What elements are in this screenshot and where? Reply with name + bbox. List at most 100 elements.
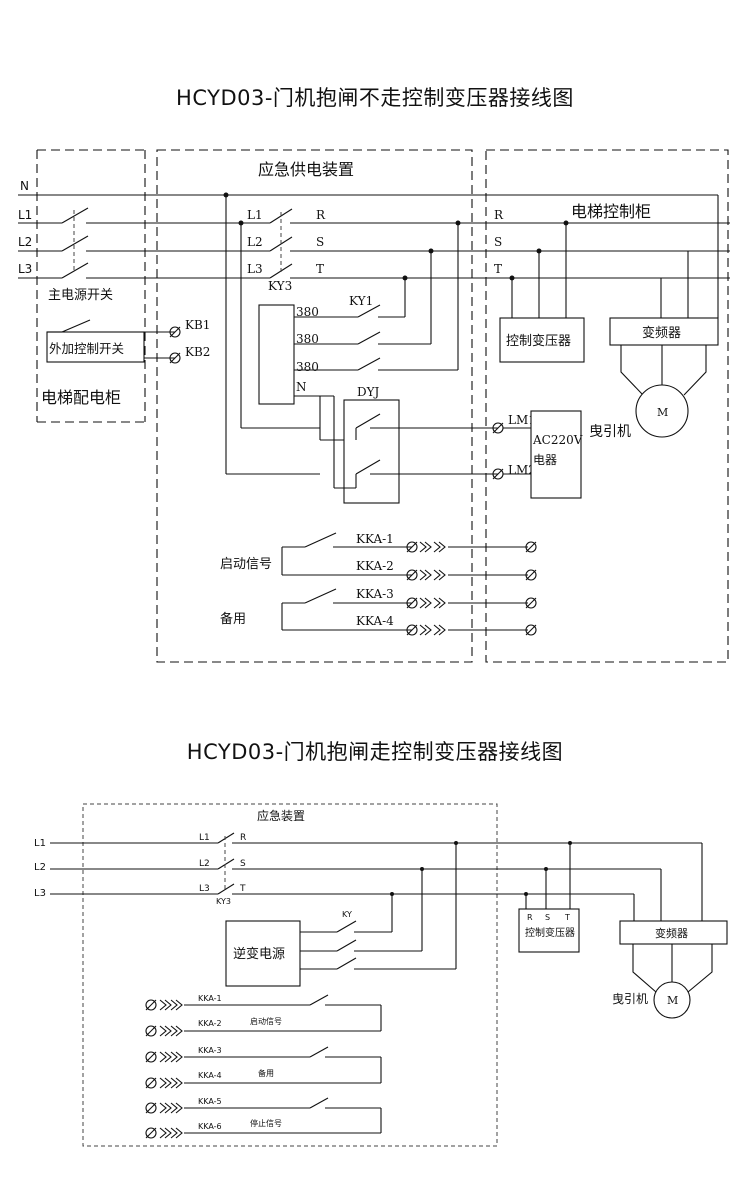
kka6-label-2: KKA-6 [198,1122,222,1131]
kb2-label: KB2 [185,345,210,359]
kka-connectors-1 [406,541,537,636]
lm1-label: LM1 [508,413,536,427]
v380-label-2: 380 [296,332,319,346]
ky-label-2: KY [342,910,352,919]
ky3-r-label: R [316,208,326,222]
emergency-device-label: 应急供电装置 [258,160,354,179]
inverter-box-2 [619,920,728,945]
diagram2-title: HCYD03-门机抱闸走控制变压器接线图 [186,740,564,764]
inverter-label-2: 变频器 [655,926,688,940]
tr-t-label-2: T [564,913,570,922]
dyj-label: DYJ [357,385,380,399]
l3-label-2: L3 [34,888,46,899]
ky3-t-label: T [316,262,324,276]
kka5-label-2: KKA-5 [198,1097,222,1106]
kb1-label: KB1 [185,318,210,332]
ky1-contacts [294,304,458,371]
ky1-label: KY1 [349,294,373,308]
n-terminal-label: N [296,380,307,394]
diagram1-title: HCYD03-门机抱闸不走控制变压器接线图 [176,86,574,110]
traction-label: 曳引机 [589,424,631,440]
l1-label-2: L1 [34,838,46,849]
ky3-l1-label: L1 [247,208,263,222]
appliance-label: 电器 [533,453,557,467]
diagram1: N L1 L2 L3 主电源开关 外加控制开关 KB1 KB2 电梯配电柜 应急… [18,149,730,663]
ky3-r-label-2: R [240,833,246,843]
phase-l3-label: L3 [18,262,32,276]
ky3-s-label: S [316,235,324,249]
ky3-label: KY3 [268,279,292,293]
ky-contacts-2 [300,920,456,970]
distribution-cabinet-label: 电梯配电柜 [41,388,121,407]
ky3-l3-label-2: L3 [199,884,210,894]
ac220v-label: AC220V [532,433,583,447]
extra-control-switch [46,319,175,363]
ky3-l2-label: L2 [247,235,263,249]
kka-start-group [281,532,412,576]
l2-label-2: L2 [34,862,46,873]
kka4-label-2: KKA-4 [198,1071,222,1080]
elevator-cabinet-label: 电梯控制柜 [571,202,651,221]
traction-motor-2 [653,981,691,1019]
kka2-label-2: KKA-2 [198,1019,222,1028]
tr-s-label-2: S [545,913,550,922]
ky3-l2-label-2: L2 [199,859,210,869]
control-transformer-label: 控制变压器 [506,333,571,349]
kka1-label-2: KKA-1 [198,994,222,1003]
elevator-cabinet-frame [485,149,729,663]
cabinet-r-label: R [494,208,504,222]
kka-switches-2 [184,994,382,1134]
motor-label: M [657,406,668,419]
inverter-power-label: 逆变电源 [233,946,285,962]
ky3-switch [250,208,730,279]
v380-label-3: 380 [296,360,319,374]
stop-signal-label-2: 停止信号 [250,1118,282,1128]
inverter-box [609,317,719,346]
kka1-label: KKA-1 [356,532,394,546]
motor-label-2: M [667,994,678,1007]
main-switch-label: 主电源开关 [48,288,113,303]
ky3-l3-label: L3 [247,262,263,276]
kka3-label-2: KKA-3 [198,1046,222,1055]
kka2-label: KKA-2 [356,559,394,573]
diagram2: 应急装置 L1 L2 L3 L1 L2 L3 R S T KY3 KY [34,803,728,1147]
spare-label: 备用 [220,611,246,627]
ky3-l1-label-2: L1 [199,833,210,843]
tr-r-label-2: R [527,913,533,922]
traction-motor [635,384,689,438]
phase-l2-label: L2 [18,235,32,249]
emergency-device-label-2: 应急装置 [257,808,305,823]
ky3-t-label-2: T [239,884,246,894]
cabinet-s-label: S [494,235,502,249]
lm2-label: LM2 [508,463,536,477]
kka-connectors-2 [145,999,183,1139]
emergency-device-frame [156,149,473,663]
dyj-relay [343,399,400,504]
traction-label-2: 曳引机 [612,992,648,1006]
ky3-label-2: KY3 [216,897,231,906]
distribution-cabinet-frame [36,149,146,423]
kka4-label: KKA-4 [356,614,394,628]
cabinet-t-label: T [494,262,502,276]
start-signal-label: 启动信号 [220,557,272,572]
control-transformer-label-2: 控制变压器 [525,926,575,939]
control-transformer-box [499,317,585,363]
phase-l1-label: L1 [18,208,32,222]
emergency-device-frame-2 [82,803,498,1147]
kka-spare-group [281,588,412,631]
main-power-switch [18,207,250,279]
kka3-label: KKA-3 [356,587,394,601]
inverter-source-box [258,304,295,405]
control-transformer-box-2 [518,908,580,953]
ac220v-appliance-box [530,410,582,499]
spare-label-2: 备用 [258,1068,274,1078]
inverter-power-box [225,920,301,987]
ky3-switch-2 [50,832,702,895]
extra-switch-label: 外加控制开关 [49,341,124,356]
ky3-s-label-2: S [240,859,246,869]
start-signal-label-2: 启动信号 [250,1016,282,1026]
v380-label-1: 380 [296,305,319,319]
inverter-label: 变频器 [642,325,681,341]
phase-n-label: N [20,179,29,193]
